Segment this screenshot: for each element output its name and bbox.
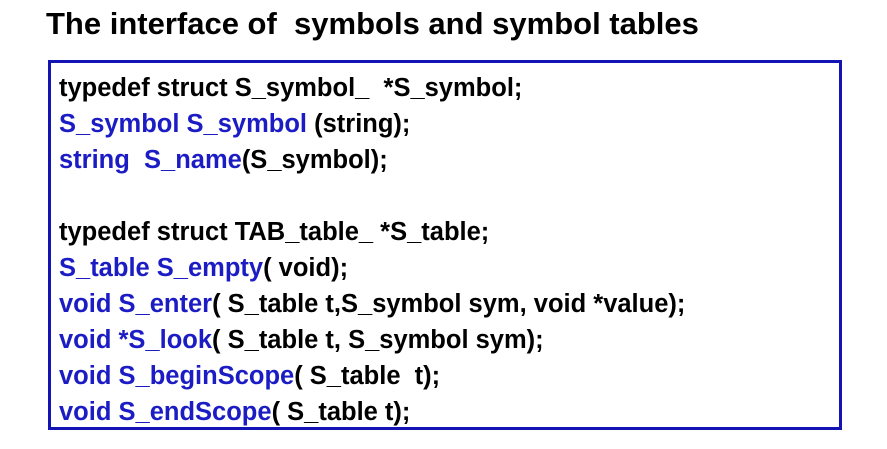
code-token-highlighted: void S_beginScope: [59, 362, 295, 390]
code-line: void *S_look( S_table t, S_symbol sym);: [59, 322, 685, 358]
code-line: S_table S_empty( void);: [59, 250, 685, 286]
code-line: typedef struct TAB_table_ *S_table;: [59, 214, 685, 250]
code-line: string S_name(S_symbol);: [59, 142, 685, 178]
code-token-highlighted: S_symbol S_symbol: [59, 110, 308, 138]
code-token: ( S_table t);: [271, 398, 411, 426]
code-token: ( void);: [263, 254, 349, 282]
code-token: ( S_table t);: [294, 362, 441, 390]
code-line: typedef struct S_symbol_ *S_symbol;: [59, 70, 685, 106]
code-listing: typedef struct S_symbol_ *S_symbol; S_sym…: [59, 70, 685, 430]
slide-title: The interface of symbols and symbol tabl…: [46, 6, 699, 41]
code-line: void S_endScope( S_table t);: [59, 394, 685, 430]
code-line: void S_enter( S_table t,S_symbol sym, vo…: [59, 286, 685, 322]
code-line: S_symbol S_symbol (string);: [59, 106, 685, 142]
blank-line: [59, 178, 685, 214]
code-token-highlighted: void S_endScope: [59, 398, 272, 426]
code-token: ( S_table t, S_symbol sym);: [212, 326, 544, 354]
code-token: (string);: [307, 110, 411, 138]
code-listing-box: typedef struct S_symbol_ *S_symbol; S_sym…: [48, 60, 842, 430]
code-token: (S_symbol);: [241, 146, 388, 174]
code-token: typedef struct TAB_table_ *S_table;: [59, 218, 490, 246]
code-token-highlighted: void S_enter: [59, 290, 213, 318]
code-token-highlighted: string S_name: [59, 146, 242, 174]
code-token: ( S_table t,S_symbol sym, void *value);: [212, 290, 686, 318]
code-token-highlighted: S_table S_empty: [59, 254, 264, 282]
code-token-highlighted: void *S_look: [59, 326, 213, 354]
code-line: void S_beginScope( S_table t);: [59, 358, 685, 394]
code-token: typedef struct S_symbol_ *S_symbol;: [59, 74, 523, 102]
